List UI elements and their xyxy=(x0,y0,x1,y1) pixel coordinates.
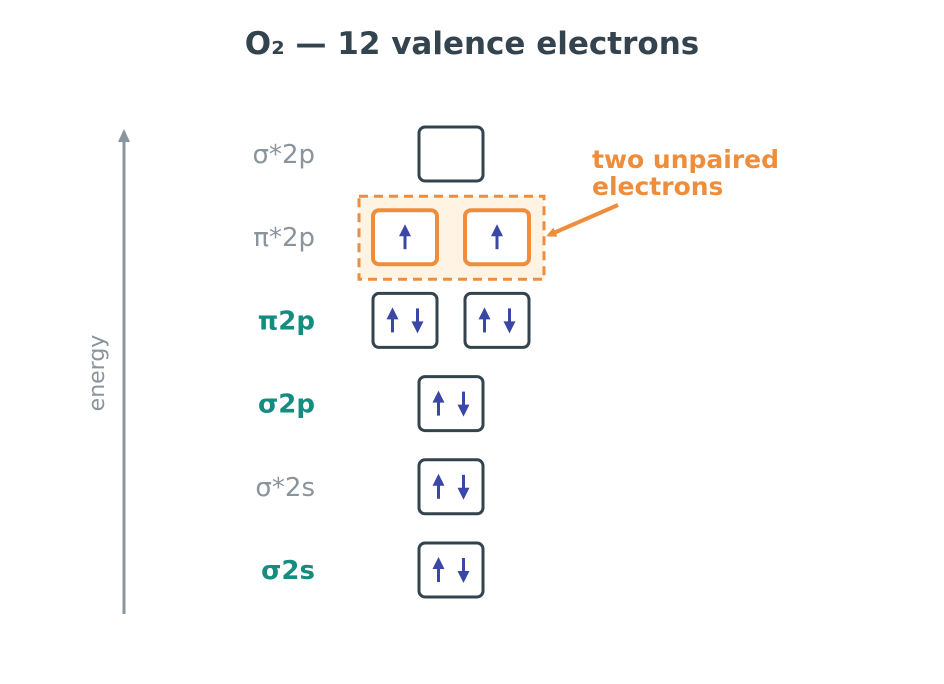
electron-up-arrow xyxy=(432,473,445,499)
level-label: π*2p xyxy=(253,223,315,253)
energy-axis-arrowhead xyxy=(118,129,130,142)
orbital-box xyxy=(417,541,485,599)
orbital-box xyxy=(417,375,485,433)
electron-up-arrow xyxy=(478,307,491,333)
orbital-box xyxy=(463,291,531,349)
level-pi2p: π2p xyxy=(258,291,531,349)
level-label: σ*2p xyxy=(252,140,315,170)
level-sigma2p: σ2p xyxy=(258,375,485,433)
electron-up-arrow xyxy=(432,390,445,416)
level-label: σ2s xyxy=(261,556,315,586)
diagram-title: O₂ — 12 valence electrons xyxy=(245,26,699,62)
unpaired-annotation: two unpaired electrons xyxy=(546,145,779,237)
level-label: σ*2s xyxy=(255,473,315,503)
level-sigma2s: σ2s xyxy=(261,541,485,599)
level-sigmastar2p: σ*2p xyxy=(252,125,485,183)
electron-up-arrow xyxy=(386,307,399,333)
energy-axis: energy xyxy=(85,129,130,614)
electron-up-arrow xyxy=(399,224,411,250)
annotation-line-2: electrons xyxy=(592,172,723,201)
annotation-line-1: two unpaired xyxy=(592,145,779,174)
electron-down-arrow xyxy=(411,308,424,334)
electron-up-arrow xyxy=(432,557,445,582)
orbital-box xyxy=(371,291,439,349)
level-pistar2p: π*2p xyxy=(253,194,546,281)
electron-down-arrow xyxy=(457,391,470,417)
electron-down-arrow xyxy=(503,308,516,334)
level-sigmastar2s: σ*2s xyxy=(255,458,485,516)
energy-axis-label: energy xyxy=(85,335,110,412)
level-label: π2p xyxy=(258,306,315,336)
electron-down-arrow xyxy=(457,558,470,583)
level-label: σ2p xyxy=(258,390,315,420)
electron-up-arrow xyxy=(491,224,503,250)
orbital-levels: σ*2p π*2p π2p σ2p σ*2s σ2s xyxy=(252,125,546,599)
electron-down-arrow xyxy=(457,474,470,500)
orbital-box xyxy=(417,458,485,516)
annotation-arrow xyxy=(546,203,619,237)
orbital-box xyxy=(417,125,485,183)
